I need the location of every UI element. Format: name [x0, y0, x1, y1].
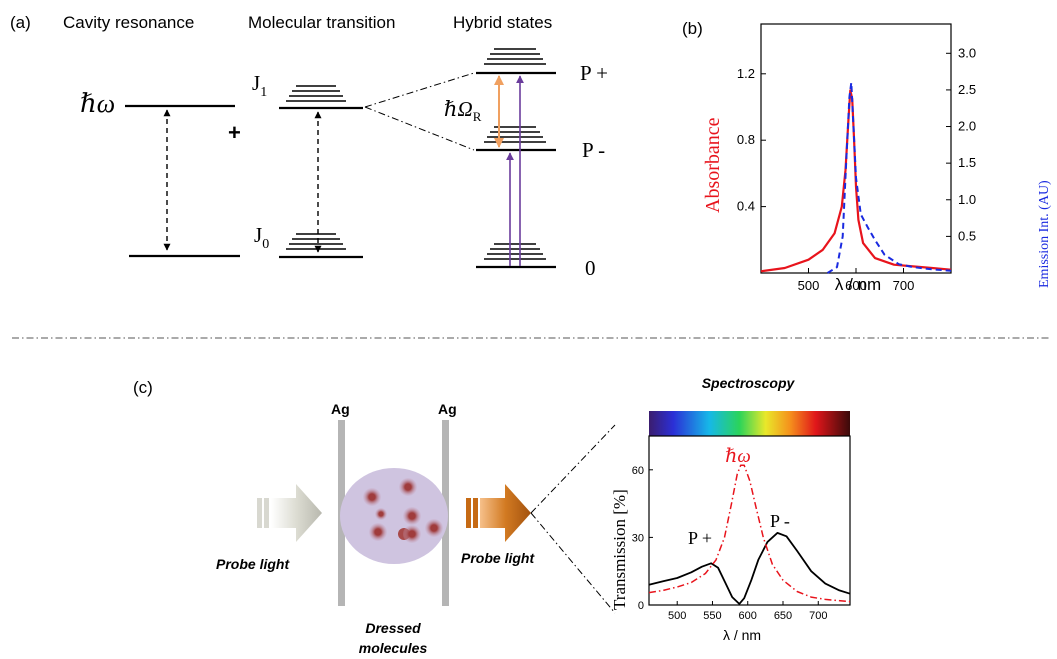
chart-c-frame [648, 435, 851, 606]
panel-a: (a) Cavity resonance Molecular transitio… [10, 13, 608, 280]
spectrum-bar [649, 411, 850, 436]
dressed-label-line2: molecules [359, 640, 428, 656]
chart-c-y-tick-label: 0 [638, 600, 644, 612]
molecule [375, 508, 387, 520]
molecules [363, 478, 443, 543]
chart-b-x-tick-label: 500 [798, 278, 820, 293]
molecule [369, 523, 387, 541]
chart-b-x-label: λ / nm [835, 275, 881, 294]
zoom-line-top [530, 424, 616, 514]
j0-vibrational-levels [279, 233, 363, 259]
transmission-axis-label: Transmission [%] [610, 489, 629, 610]
cavity-resonance-header: Cavity resonance [63, 13, 194, 32]
chart-b-y-left-tick-label: 0.8 [737, 132, 755, 147]
ground-levels [476, 243, 556, 269]
chart-b-frame [760, 23, 952, 274]
molecule [403, 507, 421, 525]
chart-c-x-tick-label: 700 [809, 610, 827, 622]
chart-b-y-right-tick-label: 0.5 [958, 228, 976, 243]
molecule [399, 478, 417, 496]
transmission-chart: 500 550 600 650 700 0 30 60 [632, 435, 851, 622]
chart-b-y-right-tick-label: 1.5 [958, 155, 976, 170]
p-minus-annotation: P - [770, 511, 790, 531]
zoom-line-bottom [530, 512, 616, 614]
j0-label: J0 [254, 223, 269, 252]
emission-series [826, 81, 952, 274]
panel-c: (c) Probe light Ag Ag Dressed molecules [133, 375, 851, 656]
chart-c-x-label: λ / nm [723, 627, 761, 643]
absorbance-axis-label: Absorbance [702, 117, 724, 213]
chart-c-x-tick-label: 550 [703, 610, 721, 622]
chart-c-x-tick-label: 650 [774, 610, 792, 622]
chart-b-y-left-tick-label: 1.2 [737, 66, 755, 81]
probe-light-in-label: Probe light [216, 556, 290, 572]
chart-b-y-right-tick-label: 2.5 [958, 82, 976, 97]
chart-c-y-tick-label: 60 [632, 465, 644, 477]
ground-state-label: 0 [585, 256, 596, 280]
dressed-molecule-cloud [340, 468, 448, 564]
connector-to-p-plus [364, 72, 475, 108]
dressed-label-line1: Dressed [365, 620, 421, 636]
rabi-label: ℏΩR [444, 97, 482, 124]
p-plus-label: P + [580, 61, 608, 85]
ag-right-label: Ag [438, 401, 457, 417]
spectroscopy-label: Spectroscopy [702, 375, 796, 391]
molecular-transition-header: Molecular transition [248, 13, 395, 32]
chart-b-y-right-tick-label: 3.0 [958, 45, 976, 60]
chart-b-y-right-tick-label: 1.0 [958, 192, 976, 207]
probe-light-out-label: Probe light [461, 550, 535, 566]
omega-annotation: ℏω [725, 446, 751, 467]
chart-b-y-right-tick-label: 2.0 [958, 119, 976, 134]
probe-light-out-arrow [466, 484, 531, 542]
hybrid-states-header: Hybrid states [453, 13, 552, 32]
coupled-transmission-series [648, 532, 851, 605]
chart-c-x-tick-label: 500 [668, 610, 686, 622]
j1-vibrational-levels [279, 85, 363, 110]
chart-c-y-tick-label: 30 [632, 532, 644, 544]
absorbance-emission-chart: 500 600 700 0.4 0.8 1.2 0.5 1.0 1.5 2.0 2.5 3.0 [737, 23, 976, 293]
emission-axis-label: Emission Int. (AU) [1037, 180, 1052, 288]
molecule [403, 525, 421, 543]
plus-sign: + [228, 120, 241, 145]
chart-c-x-tick-label: 600 [739, 610, 757, 622]
connector-to-p-minus [364, 106, 475, 151]
chart-b-x-tick-label: 600 [845, 278, 867, 293]
p-minus-label: P - [582, 138, 605, 162]
panel-c-label: (c) [133, 378, 153, 397]
chart-b-y-left-tick-label: 0.4 [737, 199, 755, 214]
probe-light-in-arrow [257, 484, 322, 542]
molecule [363, 488, 381, 506]
ag-left-label: Ag [331, 401, 350, 417]
p-minus-levels [476, 126, 556, 152]
panel-a-label: (a) [10, 13, 31, 32]
panel-b-label: (b) [682, 19, 703, 38]
j1-label: J1 [252, 71, 267, 100]
p-plus-annotation: P + [688, 528, 712, 548]
panel-b: (b) 500 600 700 0.4 0.8 1.2 0.5 1.0 1.5 2.0 2.5 3.0… [682, 19, 1052, 294]
cavity-transmission-series [648, 464, 851, 603]
hbar-omega-label: ℏω [80, 89, 115, 118]
p-plus-levels [476, 48, 556, 75]
chart-b-x-tick-label: 700 [893, 278, 915, 293]
molecule [425, 519, 443, 537]
